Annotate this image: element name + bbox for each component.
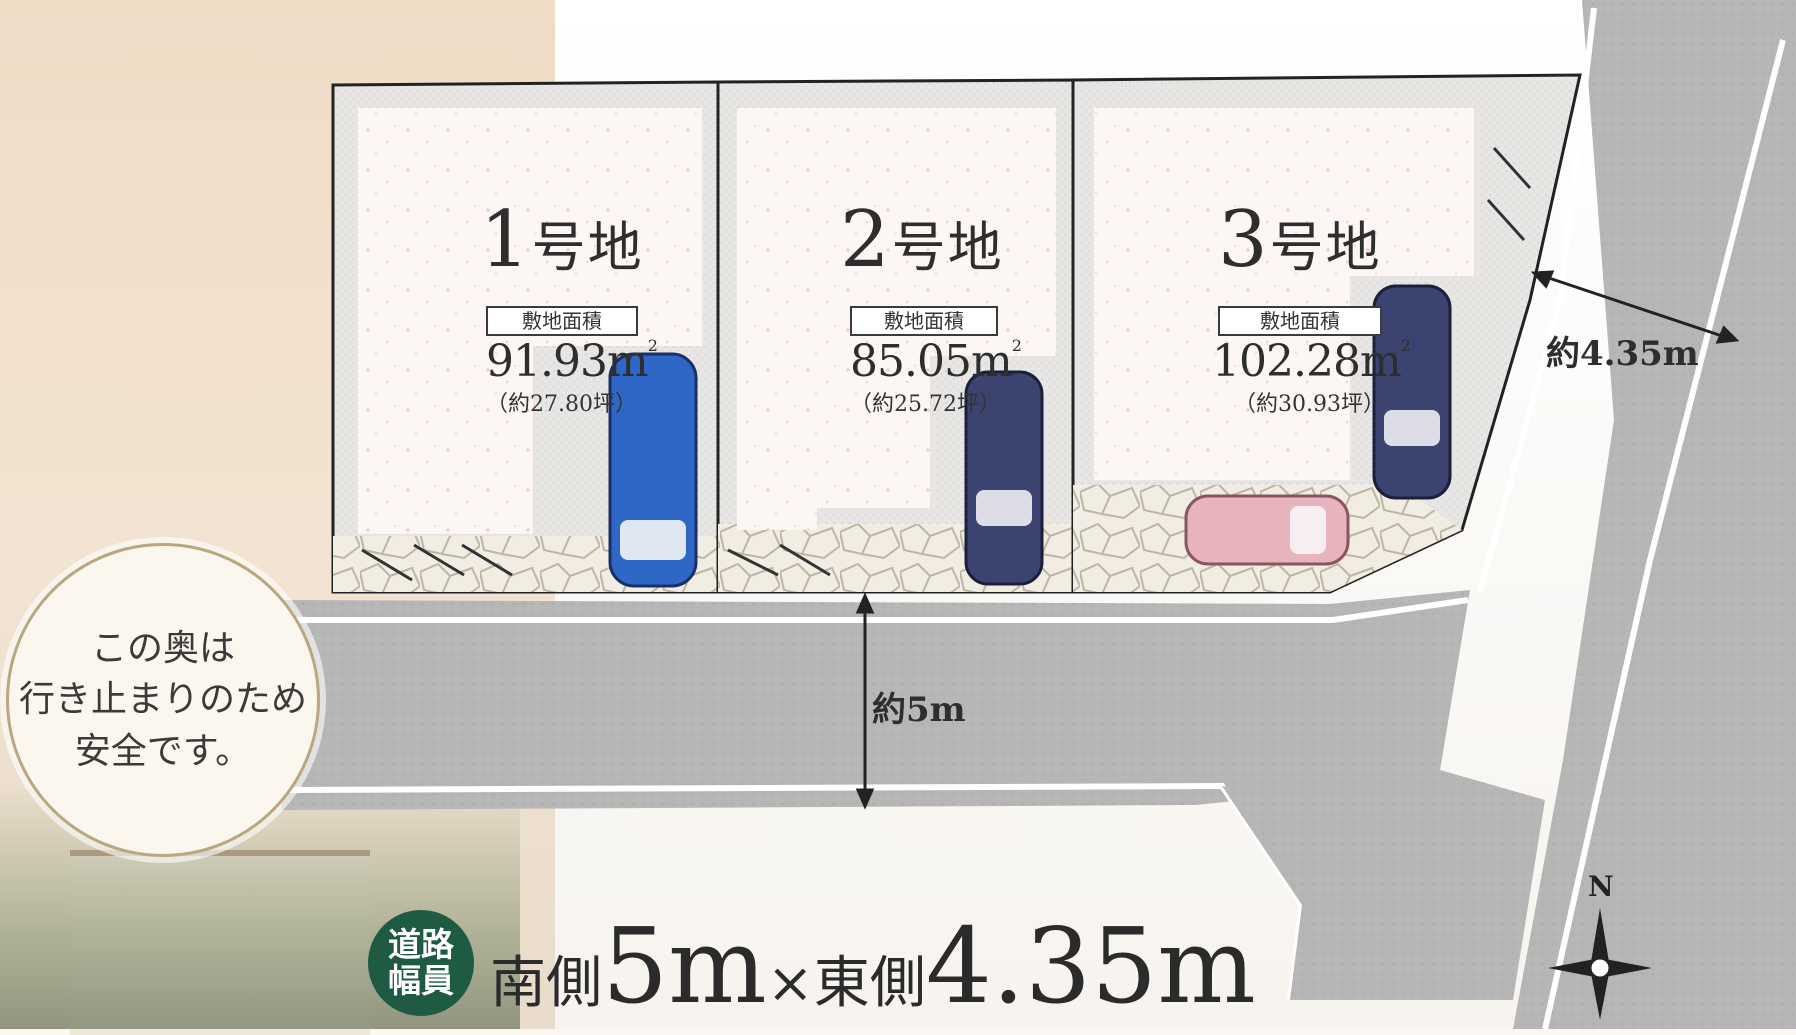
lot-2-area-unit: 2: [1011, 336, 1022, 355]
lot-2-area-value: 85.05m: [850, 336, 1013, 387]
lot-3-area-unit: 2: [1400, 336, 1411, 355]
lot-1-area-unit: 2: [647, 336, 658, 355]
lot-1-area-value: 91.93m: [486, 336, 649, 387]
road-width-summary: 南側5m×東側4.35m: [490, 905, 1256, 1027]
note-line-2: 行き止まりのため: [18, 679, 307, 721]
lot-2-number: 2: [840, 195, 892, 285]
lot-1-title: 1号地: [480, 195, 644, 285]
lot-2-tsubo: （約25.72坪）: [850, 392, 1001, 417]
summary-south-value: 5m: [602, 905, 767, 1027]
dead-end-note: この奥は 行き止まりのため 安全です。: [6, 543, 320, 857]
car-pink: [1184, 494, 1350, 566]
summary-east-value: 4.35m: [925, 905, 1256, 1027]
lot-2-title: 2号地: [840, 195, 1004, 285]
lot-1-tsubo: （約27.80坪）: [486, 392, 637, 417]
car-navy-2: [1372, 284, 1452, 500]
lot-1-area-label: 敷地面積: [486, 306, 638, 336]
lot-1-suffix: 号地: [531, 216, 644, 279]
dimension-arrow-south: [855, 592, 875, 810]
dimension-arrow-east: [1530, 270, 1740, 344]
lot-3-area: 102.28m2: [1212, 336, 1411, 387]
lot-1-number: 1: [480, 195, 532, 285]
south-road-width: 約5m: [872, 690, 966, 730]
lot-2-suffix: 号地: [891, 216, 1004, 279]
badge-line-1: 道路: [388, 925, 454, 965]
lot-3-tsubo: （約30.93坪）: [1234, 392, 1385, 417]
summary-times: ×: [766, 951, 814, 1016]
road-east: [1477, 0, 1796, 1029]
lot-2-area: 85.05m2: [850, 336, 1022, 387]
road-width-badge: 道路 幅員: [368, 910, 474, 1016]
lot-3-area-label: 敷地面積: [1218, 306, 1382, 336]
lot-2-area-label: 敷地面積: [850, 306, 998, 336]
bicycles: [361, 146, 1532, 582]
note-line-1: この奥は: [90, 628, 235, 670]
compass-north-label: N: [1588, 870, 1614, 903]
summary-south-label: 南側: [490, 951, 602, 1016]
lot-3-suffix: 号地: [1269, 216, 1382, 279]
lot-3-area-value: 102.28m: [1212, 336, 1402, 387]
east-road-width: 約4.35m: [1546, 334, 1699, 374]
compass-rose: [1548, 908, 1652, 1020]
lot-3-title: 3号地: [1218, 195, 1382, 285]
lot-3-number: 3: [1218, 195, 1270, 285]
road-south: [281, 590, 1545, 1001]
car-blue: [608, 352, 698, 588]
note-line-3: 安全です。: [74, 730, 252, 772]
badge-line-2: 幅員: [388, 961, 454, 1000]
lot-1-area: 91.93m2: [486, 336, 658, 387]
car-navy: [964, 370, 1044, 586]
summary-east-label: 東側: [813, 951, 926, 1016]
